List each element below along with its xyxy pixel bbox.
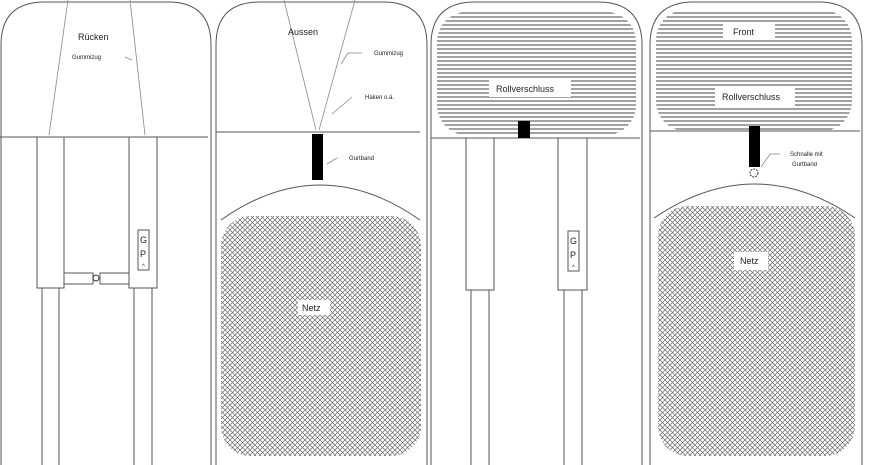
shoulder-strap-right xyxy=(557,137,588,291)
gps-pocket xyxy=(567,230,580,272)
buckle-label: Schnalle mit xyxy=(790,152,823,158)
panel-outline xyxy=(0,1,212,465)
gps-pocket xyxy=(137,229,150,271)
elastic-pointer xyxy=(340,52,362,65)
strap-lower xyxy=(41,288,153,465)
webbing-strap xyxy=(518,121,530,138)
rolltop-hatched xyxy=(437,12,636,135)
rolltop-hatched xyxy=(656,10,852,131)
net-label: Netz xyxy=(740,256,759,266)
panel-title: Rücken xyxy=(78,32,109,42)
front-label-bg xyxy=(723,22,775,40)
pocket-arc xyxy=(220,184,421,221)
mesh-pocket xyxy=(221,216,421,456)
hook-label: Haken o.ä. xyxy=(365,95,394,101)
gp-letter: G xyxy=(570,236,577,246)
closure-label: Rollverschluss xyxy=(722,92,781,102)
buckle-label: Gurtband xyxy=(792,162,817,168)
pocket-arc xyxy=(653,183,856,219)
buckle-pointer xyxy=(760,153,780,168)
panel-title: Front xyxy=(733,27,755,37)
webbing-strap xyxy=(749,126,760,167)
net-label-bg xyxy=(298,300,330,315)
net-label: Netz xyxy=(302,303,321,313)
chest-strap-left xyxy=(63,272,94,285)
elastic-cord-right xyxy=(318,0,356,131)
gp-letter: G xyxy=(140,235,147,245)
panel-back: Rücken Gummizug G P ^ xyxy=(0,0,212,465)
shoulder-strap-left xyxy=(465,137,495,291)
gp-letter: P xyxy=(140,249,146,259)
panel-title: Aussen xyxy=(288,27,318,37)
buckle-icon xyxy=(749,168,759,178)
elastic-pointer xyxy=(124,56,133,61)
mesh-pocket xyxy=(658,206,855,456)
shoulder-strap-right xyxy=(128,136,158,289)
closure-label-bg xyxy=(489,80,571,97)
panel-outline xyxy=(215,1,428,465)
hook-pointer xyxy=(331,96,353,115)
elastic-label: Gummizug xyxy=(72,55,101,61)
closure-label-bg xyxy=(715,86,795,107)
panel-outside: Aussen Gummizug Haken o.ä. Gurtband Netz xyxy=(215,0,428,465)
elastic-cord-left xyxy=(48,0,69,136)
strap-label: Gurtband xyxy=(349,156,374,162)
strap-pointer xyxy=(326,157,338,165)
gp-letter: ^ xyxy=(142,264,145,270)
strap-lower xyxy=(470,290,583,465)
shoulder-strap-left xyxy=(36,136,65,289)
panel-outline xyxy=(430,1,643,465)
panel-rollup: Rollverschluss G P ^ xyxy=(430,1,643,465)
elastic-label: Gummizug xyxy=(374,51,403,57)
closure-label: Rollverschluss xyxy=(496,84,555,94)
elastic-cord-left xyxy=(283,0,317,131)
chest-strap-right xyxy=(99,272,130,285)
panel-front: Front Rollverschluss Schnalle mit Gurtba… xyxy=(649,1,863,465)
elastic-cord-right xyxy=(129,0,146,136)
buckle-icon xyxy=(92,274,100,282)
gp-letter: P xyxy=(570,250,576,260)
gp-letter: ^ xyxy=(572,265,575,271)
webbing-strap xyxy=(312,134,323,180)
net-label-bg xyxy=(734,252,768,270)
panel-outline xyxy=(649,1,863,465)
